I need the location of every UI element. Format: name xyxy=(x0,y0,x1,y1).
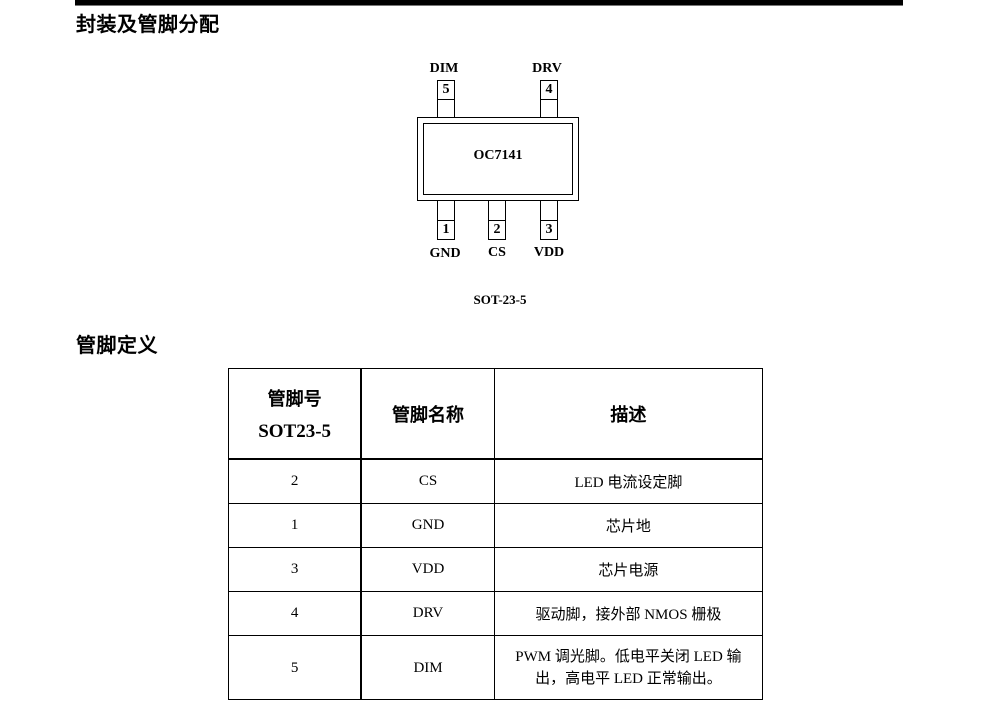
pin-number: 4 xyxy=(541,81,557,100)
pin-number: 3 xyxy=(541,220,557,239)
table-header-row: 管脚号 SOT23-5 管脚名称 描述 xyxy=(228,368,764,460)
chip-name: OC7141 xyxy=(473,148,523,163)
pin-5: 5 xyxy=(437,80,455,118)
chip-body: OC7141 xyxy=(417,117,579,201)
pin-label-drv: DRV xyxy=(532,61,562,76)
pin-number: 2 xyxy=(489,220,505,239)
header-pin-number-en: SOT23-5 xyxy=(258,420,332,442)
cell-pin-number: 2 xyxy=(228,458,363,504)
table-row: 2 CS LED 电流设定脚 xyxy=(228,458,764,504)
pin-label-cs: CS xyxy=(488,245,506,260)
cell-pin-name: DRV xyxy=(360,591,495,636)
cell-pin-number: 4 xyxy=(228,591,363,636)
pin-definition-table: 管脚号 SOT23-5 管脚名称 描述 2 CS LED 电流设定脚 1 GND… xyxy=(228,368,764,700)
cell-description: 芯片电源 xyxy=(493,547,764,592)
header-pin-number-cn: 管脚号 xyxy=(267,388,322,410)
top-rule xyxy=(75,0,903,6)
pin-label-gnd: GND xyxy=(429,246,461,261)
pin-2: 2 xyxy=(488,200,506,240)
pin-label-dim: DIM xyxy=(429,61,459,76)
cell-description: 芯片地 xyxy=(493,503,764,548)
cell-description: LED 电流设定脚 xyxy=(493,458,764,504)
pin-number: 1 xyxy=(438,220,454,239)
section-title-package: 封装及管脚分配 xyxy=(76,12,220,36)
cell-pin-name: VDD xyxy=(360,547,495,592)
pin-3: 3 xyxy=(540,200,558,240)
header-pin-number: 管脚号 SOT23-5 xyxy=(228,368,363,460)
header-description: 描述 xyxy=(493,368,764,460)
cell-pin-number: 5 xyxy=(228,635,363,700)
header-pin-name: 管脚名称 xyxy=(360,368,495,460)
cell-description: PWM 调光脚。低电平关闭 LED 输出，高电平 LED 正常输出。 xyxy=(493,635,764,700)
cell-pin-name: GND xyxy=(360,503,495,548)
cell-pin-number: 3 xyxy=(228,547,363,592)
section-title-pin-definition: 管脚定义 xyxy=(76,333,158,357)
pin-1: 1 xyxy=(437,200,455,240)
table-row: 4 DRV 驱动脚，接外部 NMOS 栅极 xyxy=(228,591,764,636)
table-row: 3 VDD 芯片电源 xyxy=(228,547,764,592)
chip-body-inner xyxy=(423,123,573,195)
cell-pin-name: CS xyxy=(360,458,495,504)
package-label: SOT-23-5 xyxy=(473,292,527,307)
cell-pin-name: DIM xyxy=(360,635,495,700)
pin-number: 5 xyxy=(438,81,454,100)
cell-description: 驱动脚，接外部 NMOS 栅极 xyxy=(493,591,764,636)
table-row: 1 GND 芯片地 xyxy=(228,503,764,548)
pin-4: 4 xyxy=(540,80,558,118)
table-row: 5 DIM PWM 调光脚。低电平关闭 LED 输出，高电平 LED 正常输出。 xyxy=(228,635,764,700)
cell-pin-number: 1 xyxy=(228,503,363,548)
pin-label-vdd: VDD xyxy=(533,245,565,260)
